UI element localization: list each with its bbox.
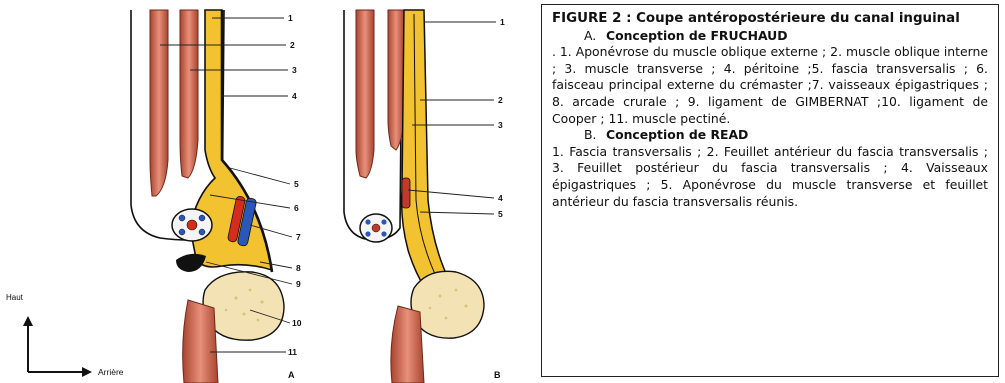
pectineus-muscle-b <box>391 306 424 383</box>
callout-a-4: 4 <box>292 91 297 101</box>
callout-b-4: 4 <box>498 193 503 203</box>
figure-title: FIGURE 2 : Coupe antéropostérieure du ca… <box>552 11 988 28</box>
pubic-bone-b <box>411 271 484 338</box>
pectineus-muscle-a <box>183 300 218 383</box>
callout-a-9: 9 <box>296 279 301 289</box>
section-b-letter: B. <box>584 127 606 144</box>
section-a-heading: A.Conception de FRUCHAUD <box>584 28 988 45</box>
callout-a-11: 11 <box>288 347 297 357</box>
callout-a-8: 8 <box>296 263 301 273</box>
transversus-muscle-a <box>180 10 198 178</box>
callout-a-2: 2 <box>290 40 295 50</box>
internal-oblique-muscle-a <box>150 10 168 196</box>
panel-a-callouts: 1 2 3 4 5 6 7 8 9 10 11 <box>288 13 302 357</box>
section-b-text: 1. Fascia transversalis ; 2. Feuillet an… <box>552 144 988 210</box>
orientation-axes <box>23 316 92 377</box>
epigastric-vessels-b <box>402 178 410 208</box>
back-label: Arrière <box>98 367 124 377</box>
panel-a-letter: A <box>288 370 295 380</box>
section-b-heading: B.Conception de READ <box>584 127 988 144</box>
callout-b-2: 2 <box>498 95 503 105</box>
gimbernat-ligament-a <box>176 254 206 272</box>
panel-a-drawing <box>131 10 284 383</box>
callout-a-7: 7 <box>296 232 301 242</box>
legend-box: FIGURE 2 : Coupe antéropostérieure du ca… <box>541 4 999 377</box>
muscle-strip-b-1 <box>356 10 374 178</box>
section-a-text: . 1. Aponévrose du muscle oblique extern… <box>552 44 988 127</box>
callout-a-6: 6 <box>294 203 299 213</box>
section-a-letter: A. <box>584 28 606 45</box>
callout-b-5: 5 <box>498 209 503 219</box>
section-b-title: Conception de READ <box>606 127 748 142</box>
up-label: Haut <box>6 293 24 302</box>
panel-b-callouts: 1 2 3 4 5 <box>498 17 505 219</box>
legend-text: FIGURE 2 : Coupe antéropostérieure du ca… <box>542 5 998 210</box>
section-a-title: Conception de FRUCHAUD <box>606 28 788 43</box>
callout-b-1: 1 <box>500 17 505 27</box>
callout-a-5: 5 <box>294 179 299 189</box>
callout-a-1: 1 <box>288 13 293 23</box>
panel-b-letter: B <box>494 370 501 380</box>
callout-b-3: 3 <box>498 120 503 130</box>
muscle-strip-b-2 <box>388 10 404 150</box>
callout-a-10: 10 <box>292 318 302 328</box>
panel-b-drawing <box>344 10 484 383</box>
callout-a-3: 3 <box>292 65 297 75</box>
